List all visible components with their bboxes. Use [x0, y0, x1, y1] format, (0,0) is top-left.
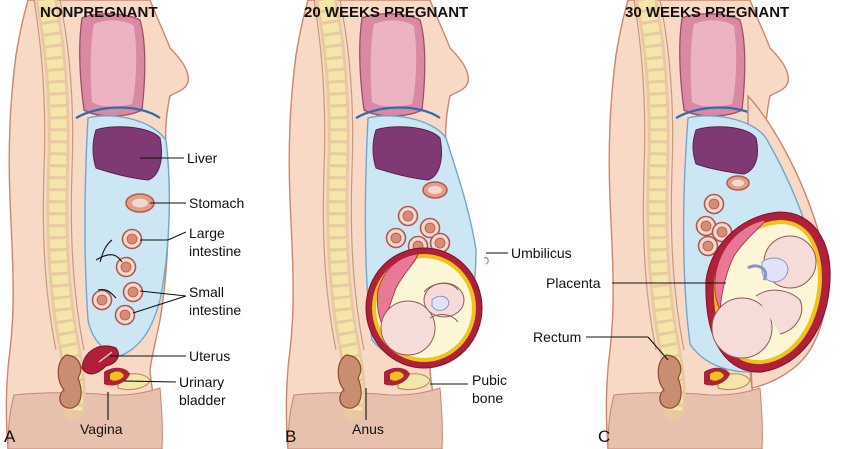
label-stomach: Stomach: [189, 195, 244, 211]
label-liver: Liver: [187, 150, 218, 166]
label-umbilicus: Umbilicus: [511, 245, 572, 261]
label-rectum: Rectum: [533, 329, 581, 345]
label-large-intestine-1: Large: [189, 225, 225, 241]
label-urinary-bladder-2: bladder: [179, 392, 226, 408]
label-small-intestine-2: intestine: [189, 302, 241, 318]
panel-20-weeks: [286, 0, 489, 449]
label-placenta: Placenta: [546, 275, 601, 291]
panel-30-weeks: [606, 0, 831, 449]
label-small-intestine-1: Small: [189, 284, 224, 300]
label-vagina: Vagina: [80, 421, 123, 437]
panel-letter-a: A: [4, 427, 16, 446]
label-pubic-bone-1: Pubic: [472, 372, 507, 388]
panel-nonpregnant: [6, 0, 188, 449]
label-pubic-bone-2: bone: [472, 390, 503, 406]
title-b: 20 WEEKS PREGNANT: [304, 4, 468, 21]
title-a: NONPREGNANT: [40, 4, 158, 21]
label-large-intestine-2: intestine: [189, 243, 241, 259]
label-anus: Anus: [352, 421, 384, 437]
panel-letter-b: B: [285, 427, 296, 446]
leader-lines: [107, 157, 726, 420]
label-uterus: Uterus: [189, 348, 230, 364]
title-c: 30 WEEKS PREGNANT: [625, 4, 789, 21]
panel-letter-c: C: [598, 427, 610, 446]
label-urinary-bladder-1: Urinary: [179, 374, 224, 390]
